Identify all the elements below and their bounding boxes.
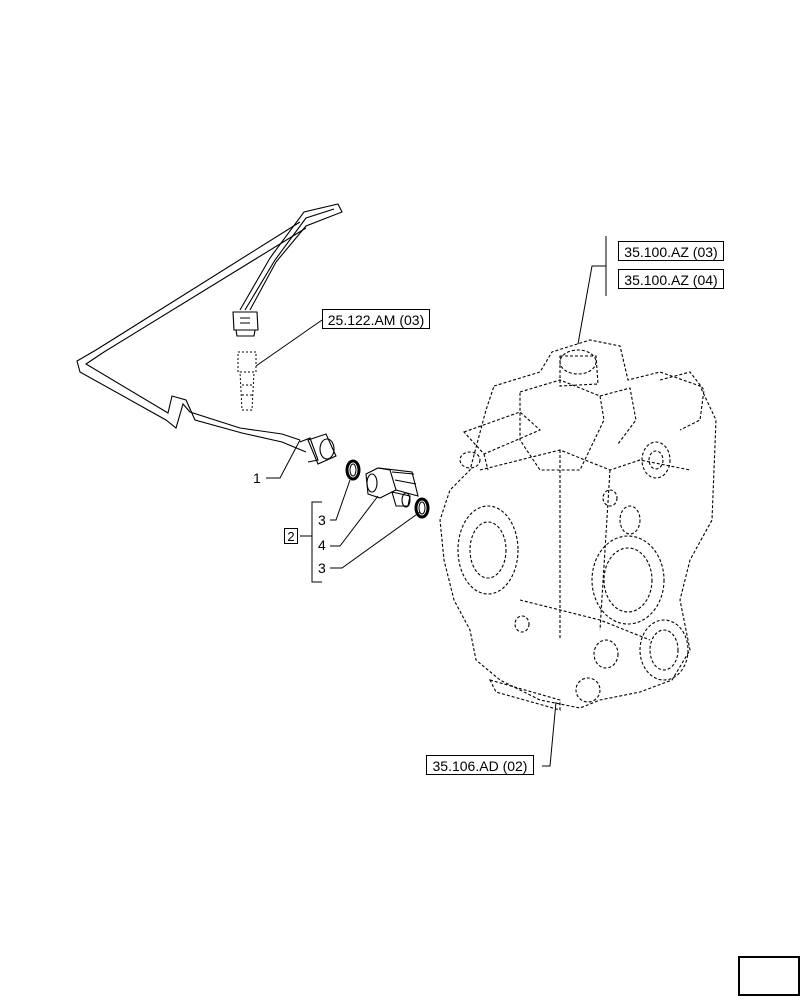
o-ring-bottom: [414, 497, 430, 519]
ref-35-106-ad-02[interactable]: 35.106.AD (02): [426, 755, 534, 775]
hydraulic-pump: [439, 339, 717, 711]
ref-35-100-az-03[interactable]: 35.100.AZ (03): [618, 241, 724, 261]
ref-35-100-az-04[interactable]: 35.100.AZ (04): [618, 269, 724, 289]
o-ring-top: [345, 459, 361, 481]
pipe-nipple: [237, 351, 257, 411]
item-number-fitting: 4: [318, 537, 326, 553]
item-number-o-ring-bottom: 3: [318, 560, 326, 576]
item-number-group: 2: [284, 528, 298, 544]
hydraulic-pipe: [76, 203, 343, 465]
ref-25-122-am-03[interactable]: 25.122.AM (03): [322, 309, 430, 329]
tee-fitting: [365, 467, 419, 508]
leader-lines: [255, 236, 607, 767]
item-number-o-ring-top: 3: [318, 512, 326, 528]
item-number-pipe: 1: [253, 470, 261, 486]
next-page-button[interactable]: [738, 956, 800, 996]
